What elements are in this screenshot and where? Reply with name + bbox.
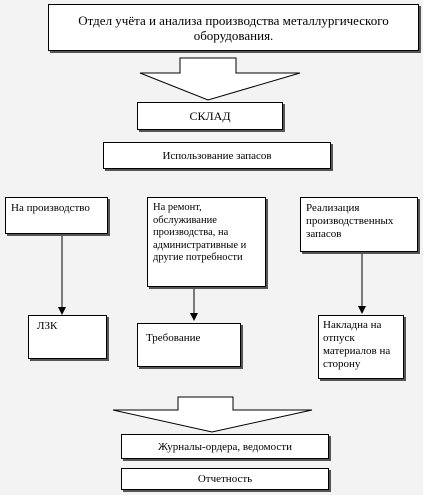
branch-repair-box: На ремонт, обслуживание производства, на… <box>147 197 266 287</box>
reporting-box: Отчетность <box>121 468 329 490</box>
branch-production-label: На производство <box>11 202 90 214</box>
block-arrow-top <box>139 57 301 101</box>
department-title-box: Отдел учёта и анализа производства метал… <box>48 4 419 51</box>
result-lzk-label: ЛЗК <box>37 320 58 332</box>
result-invoice-label: Накладна на отпуск материалов на сторону <box>323 319 391 370</box>
usage-label: Использование запасов <box>162 149 272 162</box>
result-invoice-box: Накладна на отпуск материалов на сторону <box>318 315 404 379</box>
result-requirement-box: Требование <box>137 323 241 367</box>
warehouse-label: СКЛАД <box>189 108 231 123</box>
journals-box: Журналы-ордера, ведомости <box>121 434 329 459</box>
warehouse-box: СКЛАД <box>137 102 283 130</box>
journals-label: Журналы-ордера, ведомости <box>157 440 292 453</box>
department-title: Отдел учёта и анализа производства метал… <box>78 12 389 43</box>
branch-production-box: На производство <box>5 197 108 234</box>
usage-box: Использование запасов <box>103 142 331 169</box>
block-arrow-bottom <box>112 396 313 433</box>
result-lzk-box: ЛЗК <box>28 315 107 359</box>
result-requirement-label: Требование <box>146 332 201 344</box>
branch-sales-label: Реализация производственных запасов <box>306 202 394 240</box>
branch-sales-box: Реализация производственных запасов <box>300 197 418 252</box>
reporting-label: Отчетность <box>197 473 253 485</box>
branch-repair-label: На ремонт, обслуживание производства, на… <box>153 202 247 263</box>
